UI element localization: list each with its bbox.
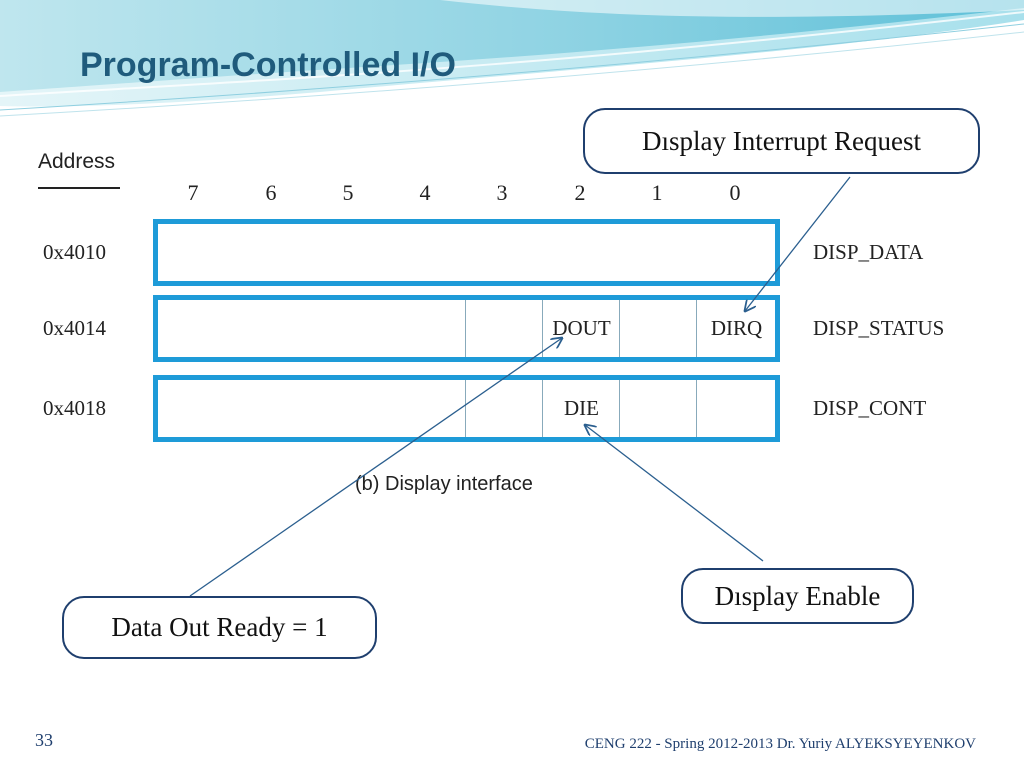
register-address: 0x4010 <box>43 240 106 264</box>
register-bit-cell <box>696 380 776 437</box>
page-title: Program-Controlled I/O <box>80 46 456 84</box>
register-bit-cell-dout: DOUT <box>542 300 620 357</box>
register-bit-cell <box>619 300 697 357</box>
footer-course-info: CENG 222 - Spring 2012-2013 Dr. Yuriy AL… <box>584 736 976 752</box>
bit-number: 4 <box>419 180 431 205</box>
bit-number: 2 <box>574 180 586 205</box>
header-wave-decoration <box>0 0 1024 117</box>
register-bit-cell <box>465 380 543 437</box>
bit-number: 5 <box>342 180 354 205</box>
register-address: 0x4014 <box>43 316 106 340</box>
register-disp-data <box>153 219 780 286</box>
register-name: DISP_DATA <box>813 240 924 264</box>
bit-number: 1 <box>651 180 663 205</box>
callout-display-enable: Dısplay Enable <box>681 568 914 624</box>
figure-caption: (b) Display interface <box>355 473 533 495</box>
bit-number: 0 <box>729 180 741 205</box>
page-number: 33 <box>35 730 53 750</box>
register-name: DISP_CONT <box>813 396 927 420</box>
callout-interrupt-request: Dısplay Interrupt Request <box>583 108 980 174</box>
bit-number: 3 <box>496 180 508 205</box>
callout-data-out-ready: Data Out Ready = 1 <box>62 596 377 659</box>
register-disp-status: DOUT DIRQ <box>153 295 780 362</box>
register-bit-cell <box>619 380 697 437</box>
register-bit-cell-die: DIE <box>542 380 620 437</box>
register-name: DISP_STATUS <box>813 316 945 340</box>
bit-number: 7 <box>187 180 199 205</box>
address-header-rule <box>38 187 120 189</box>
register-bit-cell-dirq: DIRQ <box>696 300 776 357</box>
register-disp-cont: DIE <box>153 375 780 442</box>
address-header: Address <box>38 150 116 173</box>
register-bit-cell <box>465 300 543 357</box>
register-address: 0x4018 <box>43 396 106 420</box>
bit-number: 6 <box>265 180 277 205</box>
